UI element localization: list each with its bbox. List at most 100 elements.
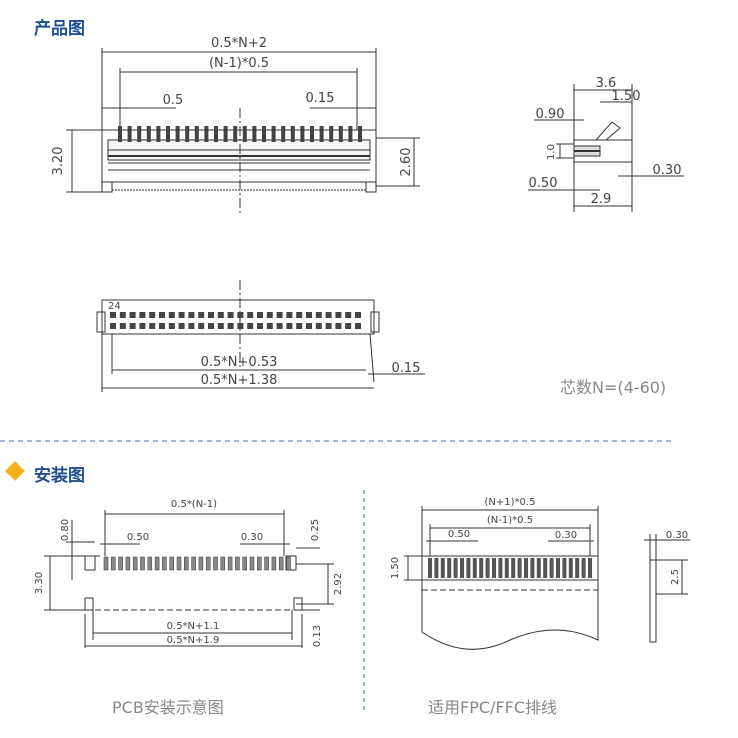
pin-contact — [198, 323, 205, 329]
pin-contact — [139, 323, 146, 329]
pin-contact — [178, 312, 185, 318]
pcb-pad — [169, 556, 174, 571]
pin-contact — [149, 323, 156, 329]
ffc-finger — [492, 558, 496, 578]
pin-contact — [217, 312, 224, 318]
pin — [252, 126, 257, 142]
ffc-finger — [428, 558, 432, 578]
ffc-finger — [466, 558, 471, 578]
pcb-pad — [242, 556, 247, 571]
pin — [127, 126, 132, 142]
pin-contact — [198, 312, 205, 318]
bottom-view-labels: 24 0.5*N+0.53 0.5*N+1.38 0.15 — [108, 301, 420, 388]
dim-span2: 0.5*N+1.38 — [201, 373, 278, 388]
ffc-finger — [530, 558, 535, 578]
dim-bottom: 0.50 — [529, 176, 558, 191]
pin — [310, 126, 314, 142]
ffc-finger — [460, 558, 464, 578]
side-view-labels: 3.6 1.50 0.90 1.0 0.50 0.30 2.9 — [529, 76, 682, 207]
ffc-finger — [447, 558, 452, 578]
pin-contact — [315, 312, 322, 318]
pin — [233, 126, 238, 142]
ffc-finger — [524, 558, 528, 578]
pin — [242, 126, 247, 142]
pcb-dim-pad-pitch: 0.50 — [127, 532, 149, 543]
pcb-dim-height-right: 2.92 — [333, 573, 344, 595]
pcb-dim-top-margin: 0.80 — [60, 519, 71, 541]
pin — [290, 126, 295, 142]
ffc-dim-overall: (N+1)*0.5 — [485, 497, 536, 508]
ffc-fingers — [428, 558, 592, 578]
ffc-finger — [485, 558, 490, 578]
ffc-side-profile — [649, 559, 657, 643]
ffc-finger — [453, 558, 458, 578]
pcb-pad — [191, 556, 196, 571]
pin — [262, 126, 266, 142]
ffc-finger — [556, 558, 560, 578]
ffc-finger — [575, 558, 580, 578]
pcb-pad — [198, 556, 204, 571]
pcb-pad — [264, 556, 269, 571]
pin-contact — [286, 323, 293, 329]
pin — [271, 126, 276, 142]
pcb-pad — [227, 556, 233, 571]
pcb-pads — [103, 556, 291, 571]
installation-drawing-title: 安装图 — [34, 466, 85, 486]
ffc-finger — [479, 558, 484, 578]
ffc-finger — [536, 558, 541, 578]
dim-pitch: 0.5 — [163, 93, 184, 108]
product-drawing-title: 产品图 — [34, 19, 85, 39]
pin-contact — [266, 312, 273, 318]
pin-contact — [208, 323, 214, 329]
ffc-finger — [511, 558, 516, 578]
pin-contact — [139, 312, 146, 318]
pcb-pad — [132, 556, 138, 571]
pin-contact — [296, 323, 303, 329]
top-view-pins — [118, 126, 362, 142]
pin-contact — [178, 323, 185, 329]
pcb-dim-bottom-right: 0.13 — [312, 625, 323, 647]
ffc-finger — [581, 558, 586, 578]
pcb-pad — [257, 556, 262, 571]
ffc-dim-side-len: 2.5 — [670, 569, 681, 585]
pin-contact — [257, 312, 263, 318]
pin — [166, 126, 170, 142]
pin — [194, 126, 199, 142]
pin-contact — [306, 312, 312, 318]
bottom-view-pins — [110, 312, 361, 329]
pcb-pad — [213, 556, 218, 571]
pin — [300, 126, 305, 142]
pcb-labels: 0.5*(N-1) 0.50 0.30 0.80 0.25 3.30 2.92 … — [34, 499, 344, 647]
pin — [329, 126, 334, 142]
pcb-pad — [176, 556, 182, 571]
pin-count-note: 芯数N=(4-60) — [560, 378, 667, 397]
pin-contact — [247, 323, 254, 329]
ffc-finger — [517, 558, 522, 578]
pin-number-label: 24 — [108, 301, 121, 312]
pin — [338, 126, 343, 142]
dim-base: 2.9 — [591, 192, 612, 207]
pin-contact — [335, 323, 342, 329]
pin — [348, 126, 353, 142]
pcb-dim-span1: 0.5*N+1.1 — [167, 621, 220, 632]
dim-depth: 3.6 — [596, 76, 617, 91]
pcb-pad — [111, 556, 116, 571]
pin-contact — [168, 323, 175, 329]
pin-contact — [355, 323, 361, 329]
pcb-dim-pad-width: 0.30 — [241, 532, 263, 543]
pin-contact — [355, 312, 361, 318]
pin-contact — [315, 323, 322, 329]
pcb-pad — [162, 556, 167, 571]
dim-height-left: 3.20 — [51, 147, 66, 176]
pcb-dim-pitch-span: 0.5*(N-1) — [171, 499, 217, 510]
pin-contact — [227, 323, 234, 329]
pin-contact — [188, 323, 195, 329]
ffc-finger — [434, 558, 439, 578]
dim-right-gap: 0.30 — [653, 163, 682, 178]
pin-contact — [208, 312, 214, 318]
ffc-cable-outline — [421, 555, 599, 650]
pin-contact — [325, 312, 332, 318]
pcb-pad — [220, 556, 226, 571]
pin-contact — [168, 312, 175, 318]
